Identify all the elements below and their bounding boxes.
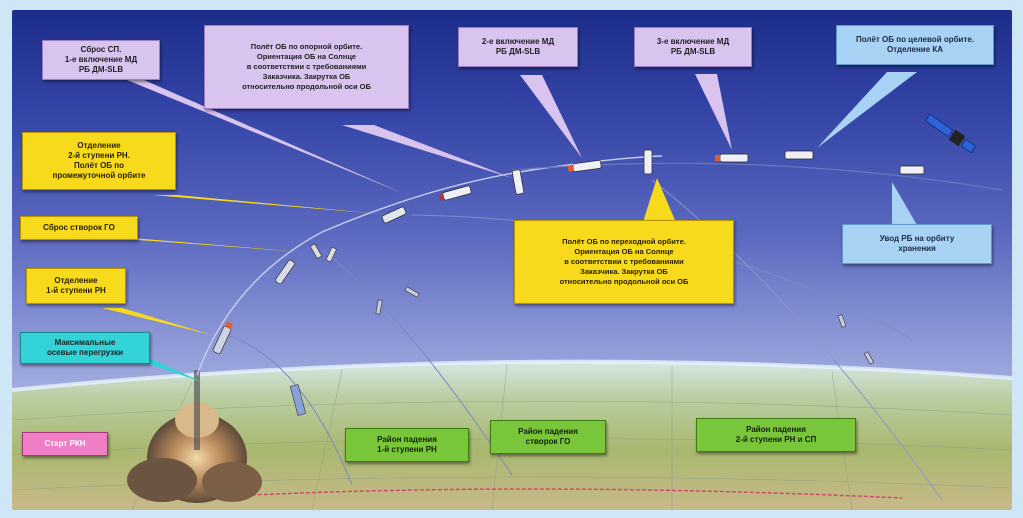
upper-stage-4 — [644, 150, 652, 174]
upper-stage-3 — [568, 160, 602, 173]
callout-upper-stage-disposal: Увод РБ на орбиту хранения — [842, 224, 992, 264]
callout-first-stage-separation: Отделение 1-й ступени РН — [26, 268, 126, 304]
callout-reference-orbit: Полёт ОБ по опорной орбите. Ориентация О… — [204, 25, 409, 109]
callout-first-stage-impact-area: Район падения 1-й ступени РН — [345, 428, 469, 462]
callout-target-orbit: Полёт ОБ по целевой орбите. Отделение КА — [836, 25, 994, 65]
fairing-halves — [310, 244, 336, 262]
callout-launch: Старт РКН — [22, 432, 108, 456]
upper-stage-5 — [715, 154, 748, 162]
callout-transfer-orbit: Полёт ОБ по переходной орбите. Ориентаци… — [514, 220, 734, 304]
stage2-rocket — [381, 206, 406, 223]
upper-stage-6 — [785, 151, 813, 159]
callout-second-stage-impact-area: Район падения 2-й ступени РН и СП — [696, 418, 856, 452]
callout-second-burn: 2-е включение МД РБ ДМ-SLB — [458, 27, 578, 67]
callout-fairing-drop-first-burn: Сброс СП. 1-е включение МД РБ ДМ-SLB — [42, 40, 160, 80]
rocket-ascent-2 — [275, 259, 296, 284]
callout-fairing-drop: Сброс створок ГО — [20, 216, 138, 240]
upper-stage-2 — [512, 169, 524, 194]
upper-stage-1 — [439, 186, 472, 202]
callout-fairing-impact-area: Район падения створок ГО — [490, 420, 606, 454]
callout-max-axial-overload: Максимальные осевые перегрузки — [20, 332, 150, 364]
satellite-icon — [924, 112, 977, 154]
diagram-frame: Сброс СП. 1-е включение МД РБ ДМ-SLB Пол… — [12, 10, 1012, 510]
callout-third-burn: 3-е включение МД РБ ДМ-SLB — [634, 27, 752, 67]
callout-second-stage-separation: Отделение 2-й ступени РН. Полёт ОБ по пр… — [22, 132, 176, 190]
stage1-rocket — [212, 321, 233, 354]
upper-stage-retired — [900, 166, 924, 174]
